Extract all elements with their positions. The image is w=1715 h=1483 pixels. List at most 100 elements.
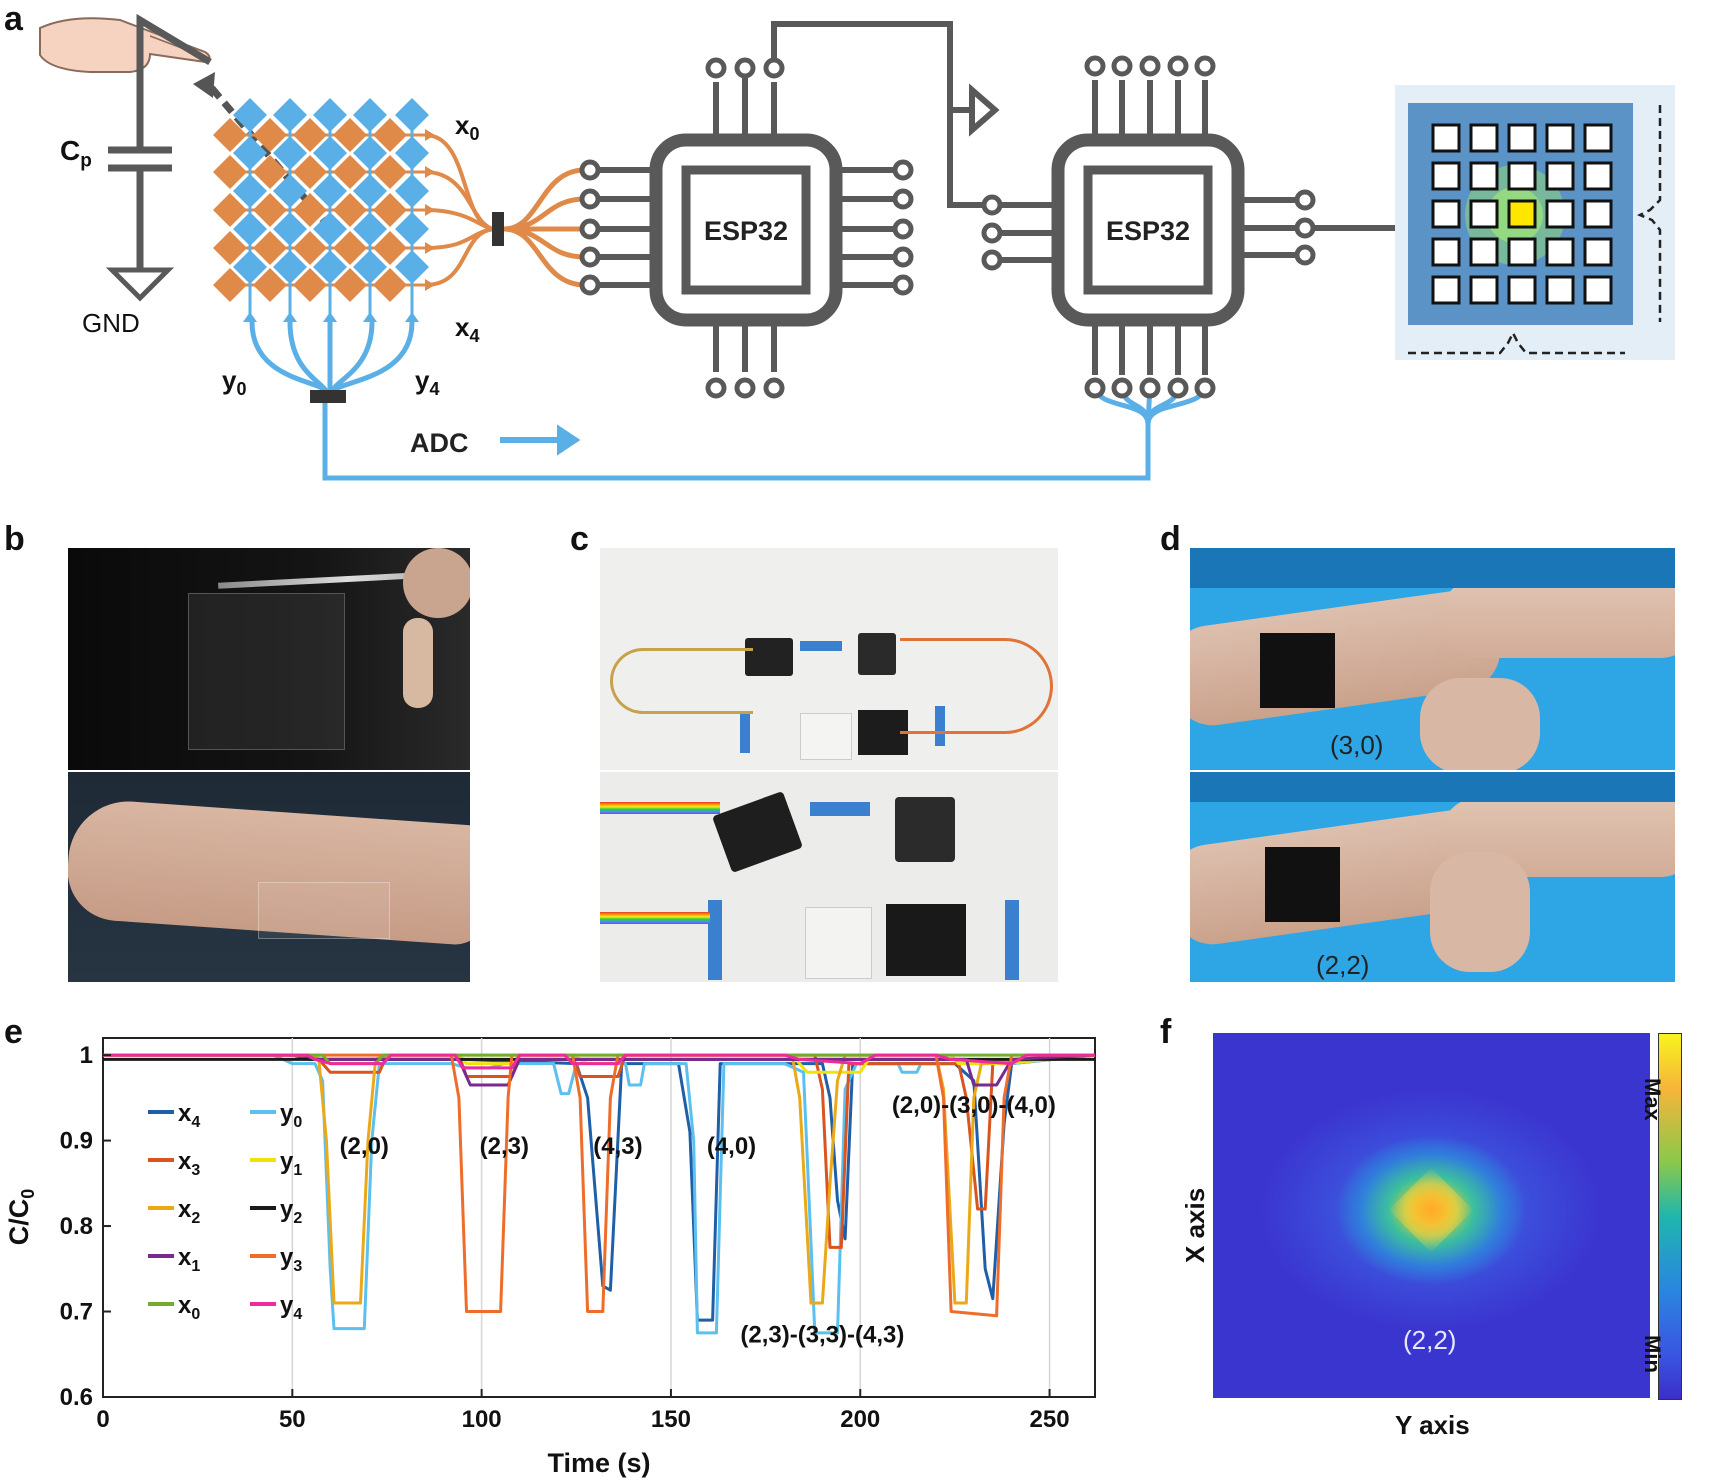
panel-letter-d: d xyxy=(1160,520,1181,558)
chart-e-annotation: (2,3) xyxy=(480,1133,529,1160)
y-electrode-pad xyxy=(313,174,347,208)
y-electrode-pad xyxy=(353,136,387,170)
chart-e-ylabel-sub: 0 xyxy=(18,1189,38,1199)
y-electrode-pad xyxy=(273,250,307,284)
chart-e-annotation: (2,0)-(3,0)-(4,0) xyxy=(892,1092,1056,1119)
x-electrode-pad xyxy=(253,118,287,152)
chart-e-ytick-label: 0.8 xyxy=(60,1213,93,1240)
x0-label: x0 xyxy=(455,110,479,145)
led-pixel xyxy=(1583,161,1613,191)
x-connector xyxy=(492,212,504,246)
y-electrode-pad xyxy=(273,212,307,246)
capacitor-cp xyxy=(108,13,212,268)
x-wires xyxy=(424,133,495,287)
chart-e-xtick-label: 100 xyxy=(462,1406,502,1433)
cp-label-main: C xyxy=(60,135,81,166)
touch-dashed-arrow xyxy=(202,77,333,231)
x-electrode-pad xyxy=(213,268,247,302)
chart-e-xtick-label: 200 xyxy=(840,1406,880,1433)
led-pixel xyxy=(1469,237,1499,267)
y-electrode-pad xyxy=(395,136,429,170)
heatmap-f-ylabel: X axis xyxy=(1180,1187,1210,1263)
x-electrode-pad xyxy=(293,193,327,227)
x4-label-sub: 4 xyxy=(469,326,480,347)
chart-e-xtick-label: 0 xyxy=(96,1406,109,1433)
photo-b-wrist xyxy=(68,772,470,982)
chart-e-xtick-label: 50 xyxy=(279,1406,306,1433)
panel-letter-e: e xyxy=(4,1013,23,1051)
y-electrode-pad xyxy=(313,212,347,246)
chart-e-series xyxy=(103,1053,1096,1335)
chart-e-legend-label: y3 xyxy=(280,1244,302,1275)
chart-e-legend-label: x3 xyxy=(178,1148,200,1179)
chart-e-ytick-label: 0.7 xyxy=(60,1299,93,1326)
heatmap-f: (2,2) xyxy=(1213,1033,1650,1398)
chart-e-xtick-label: 250 xyxy=(1030,1406,1070,1433)
chart-e-legend-label: y0 xyxy=(280,1100,302,1131)
y0-label: y0 xyxy=(222,365,246,400)
y-electrode-pad xyxy=(395,250,429,284)
y0-label-main: y xyxy=(222,365,237,395)
x-electrode-pad xyxy=(213,118,247,152)
chart-e-ylabel: C/C0 xyxy=(4,1189,38,1246)
chip2-label: ESP32 xyxy=(1106,216,1190,246)
chart-e-legend-label: x0 xyxy=(178,1292,200,1323)
x-electrode-pad xyxy=(213,231,247,265)
x4-label-main: x xyxy=(455,312,470,342)
chart-e-series-y3 xyxy=(103,1053,1095,1318)
led-pixel xyxy=(1469,199,1499,229)
touch-arrow-head xyxy=(193,72,215,98)
x-electrode-pad xyxy=(293,231,327,265)
chart-e-ticks: 0 50 100 150 200 250 0.6 0.7 0.8 0.9 1 xyxy=(60,1042,1070,1433)
chart-e-ytick-label: 0.6 xyxy=(60,1384,93,1411)
adc-arrow xyxy=(500,424,581,456)
chart-e-annotation: (2,0) xyxy=(340,1133,389,1160)
y-electrode-pad xyxy=(353,250,387,284)
x-electrode-pad xyxy=(253,155,287,189)
esp32-chip-1 xyxy=(579,57,914,399)
gnd-label: GND xyxy=(82,308,140,338)
led-pixel xyxy=(1507,123,1537,153)
panel-letter-c: c xyxy=(570,520,589,558)
led-pixel xyxy=(1431,275,1461,305)
led-pixel xyxy=(1545,123,1575,153)
led-pixel xyxy=(1545,275,1575,305)
chart-e-legend-label: x4 xyxy=(178,1100,200,1131)
y-electrode-pad xyxy=(353,98,387,132)
chart-e-xtick-label: 150 xyxy=(651,1406,691,1433)
chart-e-ylabel-main: C/C xyxy=(4,1199,34,1246)
panel-letter-a: a xyxy=(4,0,23,38)
x-electrode-pad xyxy=(293,118,327,152)
led-pixel xyxy=(1431,161,1461,191)
x-electrode-pad xyxy=(333,118,367,152)
chip1-label: ESP32 xyxy=(704,216,788,246)
chart-e-legend-label: y4 xyxy=(280,1292,302,1323)
x4-label: x4 xyxy=(455,312,479,347)
led-pixel xyxy=(1507,161,1537,191)
adc-label: ADC xyxy=(410,428,469,458)
esp32-chip-2 xyxy=(981,55,1395,399)
y-electrode-pad xyxy=(273,174,307,208)
chart-e-plot-frame xyxy=(102,1037,1096,1398)
y-electrode-pad xyxy=(233,212,267,246)
chart-e-ytick-label: 0.9 xyxy=(60,1128,93,1155)
chart-e-annotation: (2,3)-(3,3)-(4,3) xyxy=(740,1321,904,1348)
y-electrode-pad xyxy=(395,212,429,246)
colorbar-max-label: Max xyxy=(1640,1078,1665,1121)
y-electrode-pad xyxy=(273,98,307,132)
electrode-grid xyxy=(213,98,435,322)
chart-e-annotations: (2,0)(2,3)(4,3)(4,0)(2,0)-(3,0)-(4,0)(2,… xyxy=(340,1092,1056,1348)
y0-label-sub: 0 xyxy=(236,379,247,400)
chart-e-series-x2 xyxy=(103,1053,1096,1305)
y-electrode-pad xyxy=(395,174,429,208)
x0-label-main: x xyxy=(455,110,470,140)
chart-e-ytick-label: 1 xyxy=(80,1042,93,1069)
x-electrode-pad xyxy=(373,193,407,227)
photo-c-setup-top xyxy=(600,548,1058,770)
led-pixel xyxy=(1583,275,1613,305)
photo-b-film-tweezers xyxy=(68,548,470,770)
x0-label-sub: 0 xyxy=(469,124,480,145)
photo-d-label-bottom: (2,2) xyxy=(1316,950,1370,980)
led-matrix-display xyxy=(1395,85,1675,360)
x-electrode-pad xyxy=(333,155,367,189)
